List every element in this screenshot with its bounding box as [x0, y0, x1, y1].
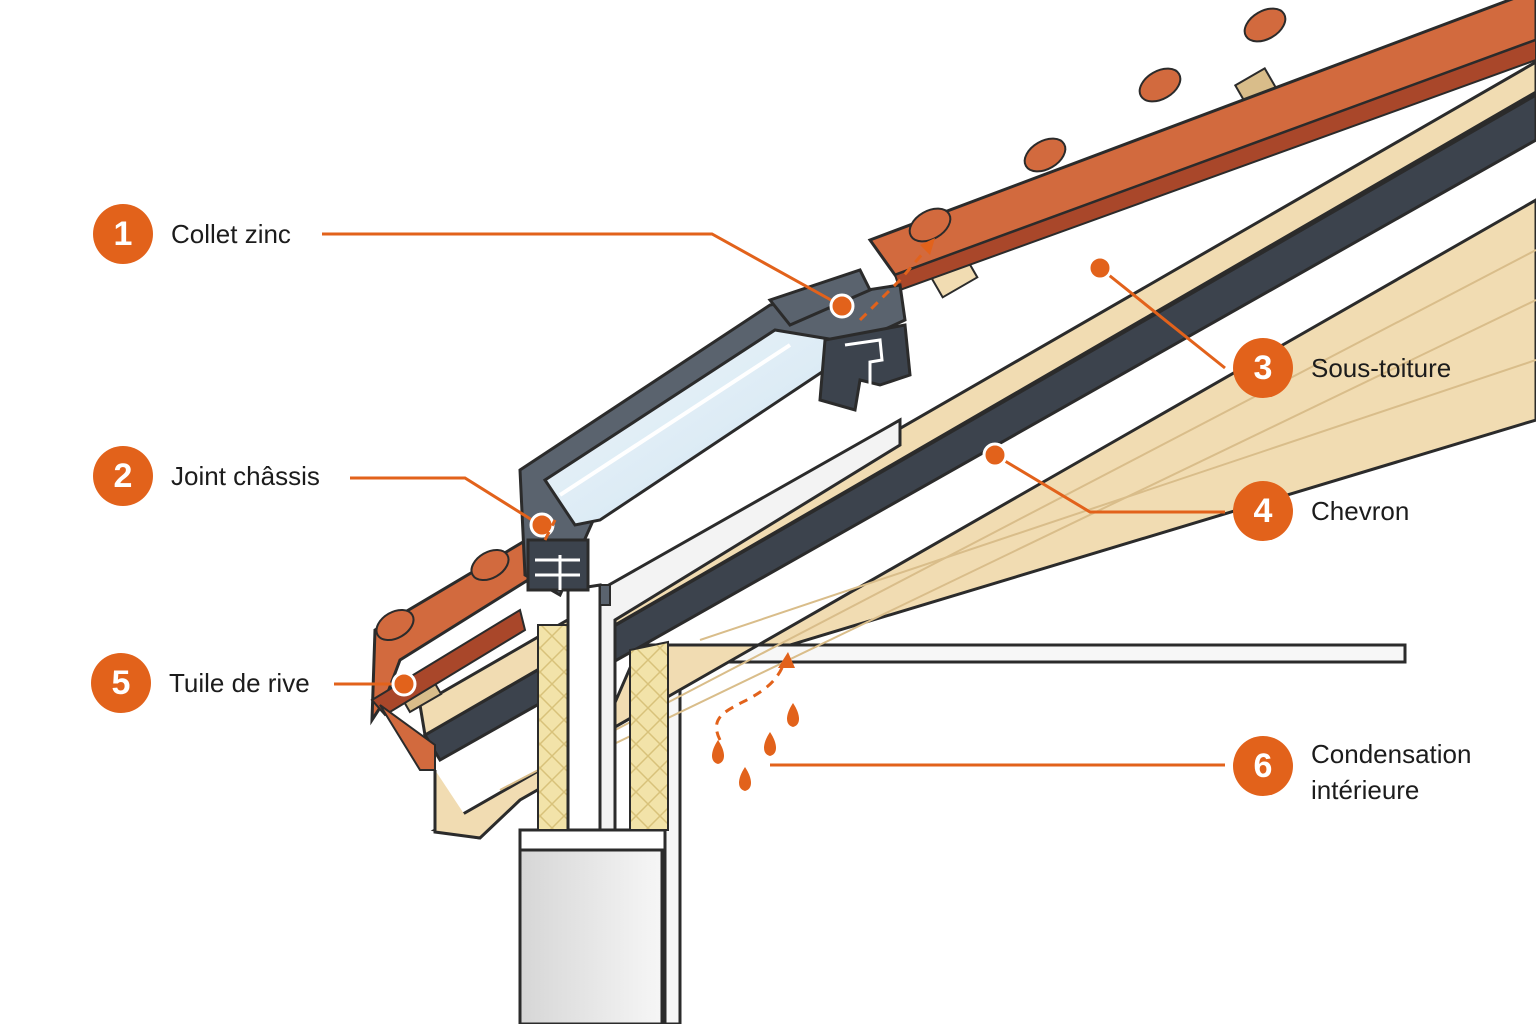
callout-sous-toiture: 3 Sous-toiture: [1233, 338, 1451, 398]
leader-line-1: [322, 232, 841, 307]
anchor-dot-3: [1087, 255, 1113, 281]
anchor-dot-5: [391, 671, 417, 697]
callout-number-badge: 1: [93, 204, 153, 264]
anchor-dots: [391, 255, 1113, 697]
anchor-dot-4: [982, 442, 1008, 468]
insulation: [537, 417, 902, 832]
callout-label: Joint châssis: [171, 461, 320, 491]
leader-line-2: [350, 476, 541, 527]
callout-condensation-interieure: 6 Condensation intérieure: [1233, 736, 1471, 808]
callout-label-line-2: intérieure: [1311, 775, 1420, 805]
callout-label: Condensation intérieure: [1311, 736, 1471, 808]
interior-walls: [518, 643, 1407, 1024]
callout-collet-zinc: 1 Collet zinc: [93, 204, 291, 264]
callout-label: Chevron: [1311, 496, 1410, 526]
callout-number-badge: 4: [1233, 481, 1293, 541]
leader-line-4: [994, 453, 1225, 514]
leader-line-3: [1099, 266, 1226, 370]
callout-tuile-de-rive: 5 Tuile de rive: [91, 653, 310, 713]
callout-number-badge: 2: [93, 446, 153, 506]
roof-window: [518, 268, 912, 606]
water-path-arrow-icon: [543, 244, 932, 741]
callout-number-badge: 5: [91, 653, 151, 713]
callout-number-badge: 6: [1233, 736, 1293, 796]
arrow-heads: [778, 238, 935, 668]
callout-chevron: 4 Chevron: [1233, 481, 1409, 541]
water-drop-icon: [712, 703, 799, 791]
anchor-dot-1: [829, 293, 855, 319]
callout-label: Collet zinc: [171, 219, 291, 249]
callout-label-line-1: Condensation: [1311, 739, 1472, 769]
leader-lines: [322, 232, 1226, 767]
callout-joint-chassis: 2 Joint châssis: [93, 446, 320, 506]
callout-label: Sous-toiture: [1311, 353, 1452, 383]
callout-number-badge: 3: [1233, 338, 1293, 398]
callout-label: Tuile de rive: [169, 668, 310, 698]
